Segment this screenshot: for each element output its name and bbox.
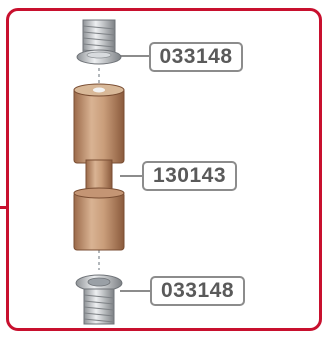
bottom-screw [75,274,123,325]
part-number-label-top-screw: 033148 [149,42,243,72]
spacer-assembly [73,83,125,251]
part-number-label-bottom-screw: 033148 [150,276,245,306]
frame-lead-line [0,206,8,209]
top-screw [76,19,122,65]
part-number-label-spacer: 130143 [142,161,237,191]
